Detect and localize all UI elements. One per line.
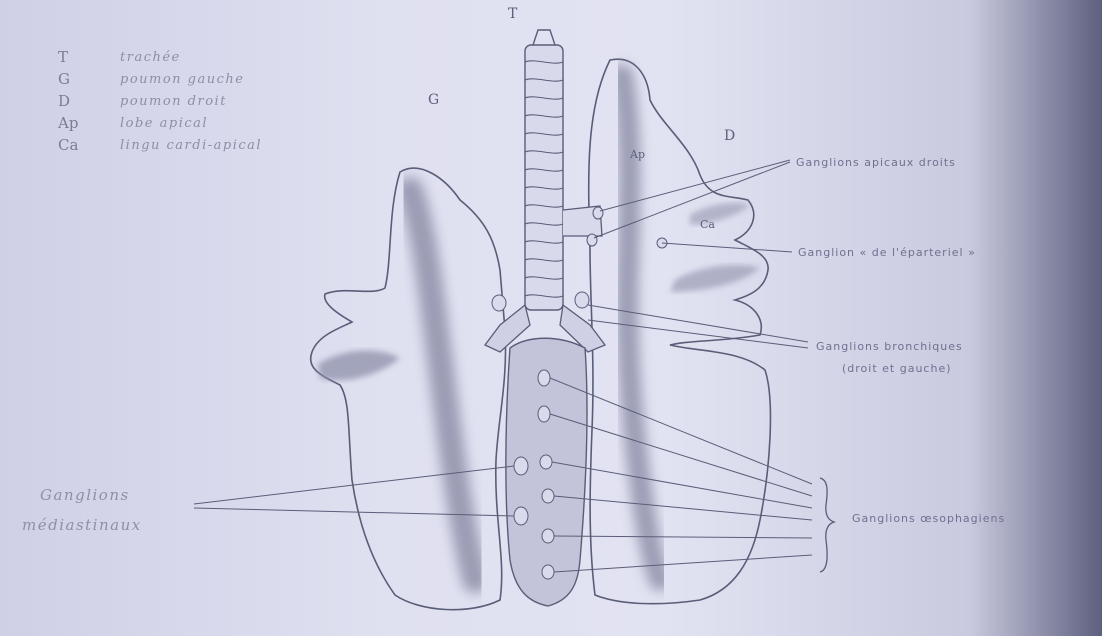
- left-lung-notch-shading: [318, 350, 400, 380]
- trachea-outline: [525, 45, 563, 310]
- bronchial-nodes-sublabel: (droit et gauche): [842, 362, 952, 375]
- legend-key: Ap: [58, 114, 120, 132]
- legend-row: Ap lobe apical: [58, 112, 388, 134]
- legend-row: G poumon gauche: [58, 68, 388, 90]
- legend-row: Ca lingu cardi-apical: [58, 134, 388, 156]
- esophageal-brace: [820, 478, 834, 572]
- legend-key: G: [58, 70, 120, 88]
- apical-nodes-label: Ganglions apicaux droits: [796, 156, 956, 169]
- leader-lines: [194, 160, 812, 572]
- cardiac-lobe-letter: Ca: [700, 218, 715, 231]
- legend-value: poumon gauche: [120, 72, 244, 87]
- legend-value: poumon droit: [120, 94, 227, 109]
- eparterial-node-label: Ganglion « de l'éparteriel »: [798, 246, 976, 259]
- legend-row: T trachée: [58, 46, 388, 68]
- mediastinal-label-line2: médiastinaux: [22, 516, 142, 534]
- apical-lobe-letter: Ap: [630, 148, 645, 161]
- bronchial-nodes-label: Ganglions bronchiques: [816, 340, 963, 353]
- mediastinal-label-line1: Ganglions: [40, 486, 130, 504]
- trachea-top: [533, 30, 555, 45]
- left-lung-letter: G: [428, 92, 439, 108]
- trachea-letter: T: [508, 6, 517, 22]
- apical-lobe-shading: [690, 203, 750, 225]
- right-lung-letter: D: [724, 128, 735, 144]
- cardiac-lobe-shading: [670, 265, 760, 292]
- legend-key: Ca: [58, 136, 120, 154]
- esophageal-nodes-label: Ganglions œsophagiens: [852, 512, 1005, 525]
- legend-value: trachée: [120, 50, 181, 65]
- legend-key: T: [58, 48, 120, 66]
- legend: T trachée G poumon gauche D poumon droit…: [58, 46, 388, 156]
- left-lung-shading: [410, 190, 475, 580]
- legend-key: D: [58, 92, 120, 110]
- legend-value: lingu cardi-apical: [120, 138, 262, 153]
- legend-row: D poumon droit: [58, 90, 388, 112]
- legend-value: lobe apical: [120, 116, 208, 131]
